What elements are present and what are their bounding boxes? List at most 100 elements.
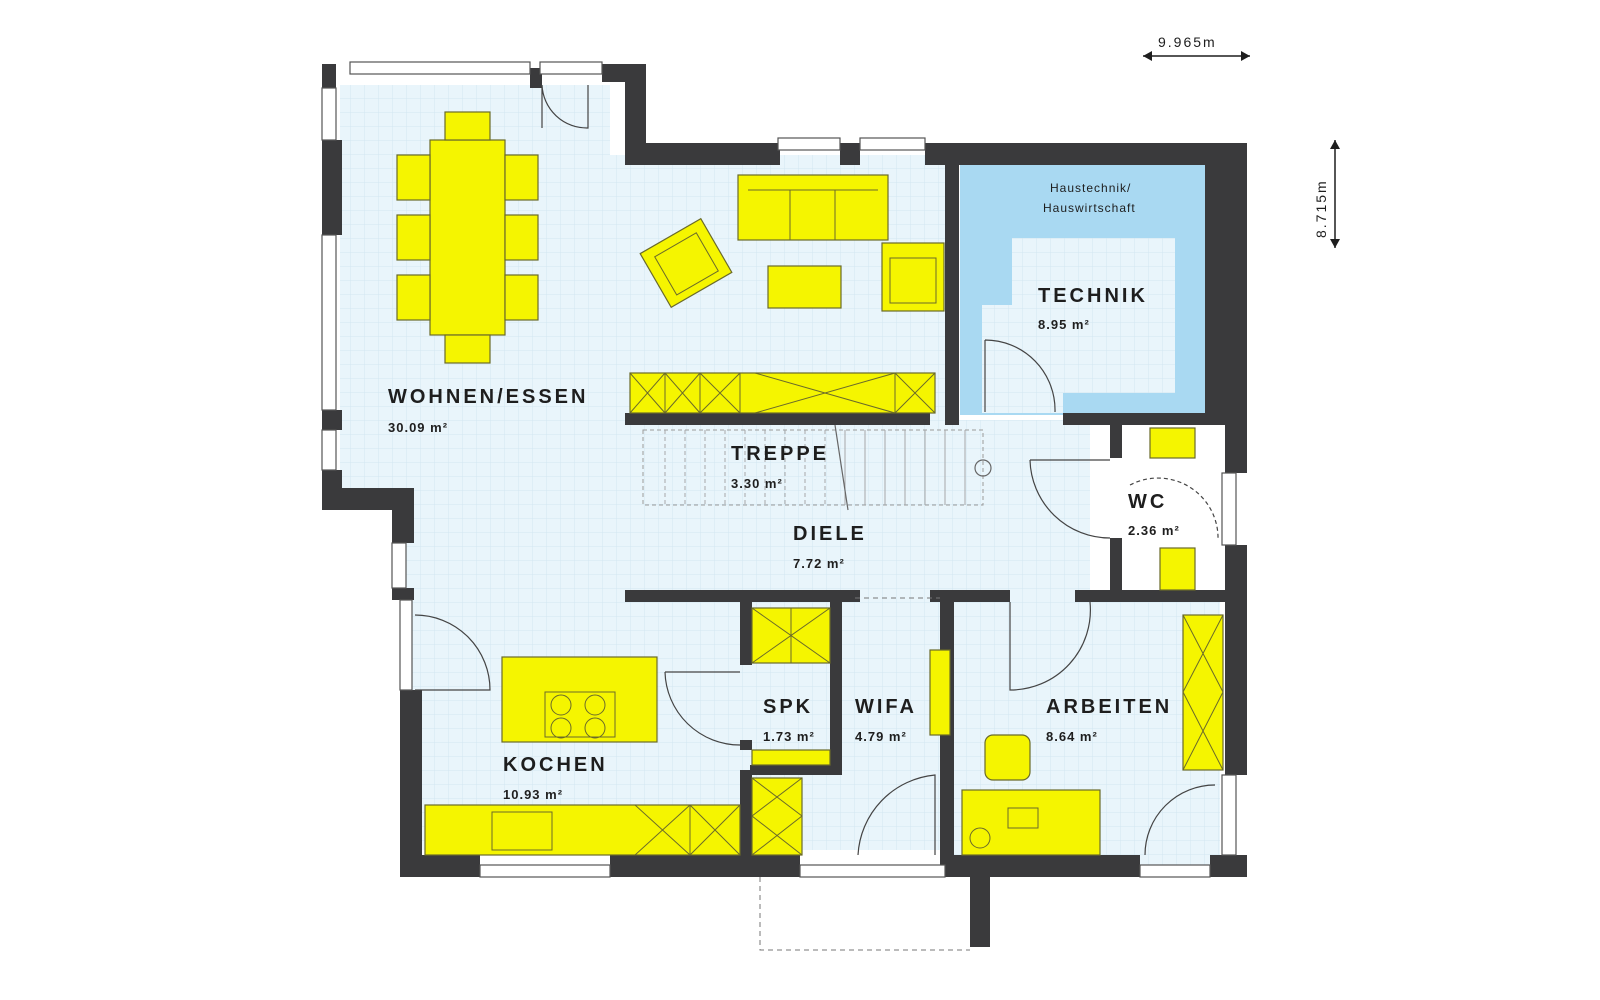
sofa-seat-lines — [748, 189, 878, 240]
technik-area: 8.95 m² — [1038, 317, 1090, 332]
furniture — [396, 111, 1224, 856]
window-top-4 — [859, 137, 926, 151]
spk-shelf-bottom — [751, 749, 831, 766]
armchair-right — [881, 242, 945, 312]
wall-wifa-west — [740, 770, 752, 875]
wifa-cabinet — [751, 777, 803, 856]
door-wc — [1029, 459, 1111, 539]
kochen-name: KOCHEN — [503, 754, 608, 776]
room-labels: Haustechnik/ Hauswirtschaft TECHNIK 8.95… — [388, 181, 1180, 802]
wall-technik-south — [1063, 413, 1225, 425]
chair-left-2 — [396, 214, 431, 261]
armchair-right-seat — [889, 257, 937, 304]
doors — [414, 84, 1219, 856]
burner-2 — [584, 694, 606, 716]
sofa — [737, 174, 889, 241]
door-spk — [664, 671, 741, 746]
wall-notch-h — [322, 488, 412, 510]
wall-east-2 — [1225, 545, 1247, 775]
stair-outline — [642, 429, 984, 506]
chair-right-2 — [504, 214, 539, 261]
width-dim-arrow-right — [1241, 51, 1250, 61]
window-west-3 — [321, 429, 337, 471]
sink — [491, 811, 553, 851]
wall-bottom-2 — [610, 855, 800, 877]
wall-wc-west-2 — [1110, 538, 1122, 598]
wc-name: WC — [1128, 491, 1167, 513]
door-technik — [984, 339, 1056, 413]
chair-left-3 — [396, 274, 431, 321]
wifa-appliances — [929, 649, 951, 736]
wall-mid-3 — [1075, 590, 1105, 602]
wall-wc-west — [1110, 423, 1122, 458]
wall-technik-west — [945, 155, 959, 425]
wc-area: 2.36 m² — [1128, 523, 1180, 538]
wall-top-5 — [925, 143, 1225, 165]
burner-1 — [550, 694, 572, 716]
wall-technik-east — [1205, 155, 1225, 425]
counter-cabinet-cross — [634, 804, 741, 856]
stair-treads — [664, 430, 966, 505]
armchair-body — [639, 217, 733, 309]
arbeiten-name: ARBEITEN — [1046, 696, 1172, 718]
door-kitchen-side — [414, 614, 491, 691]
window-kitchen-west — [399, 599, 413, 691]
window-west-1 — [321, 87, 337, 141]
wall-wifa-south — [750, 765, 842, 775]
wall-west-low — [392, 588, 414, 600]
door-wifa-outer — [857, 774, 936, 856]
chair-right-3 — [504, 274, 539, 321]
window-kitchen-bottom — [479, 864, 611, 878]
arbeiten-shelf — [1182, 614, 1224, 771]
wall-stub-bottom — [970, 877, 990, 947]
wall-east-1 — [1225, 143, 1247, 473]
terrace-dashed — [759, 877, 970, 951]
chair-left-1 — [396, 154, 431, 201]
kitchen-counter — [424, 804, 741, 856]
wohnen-area: 30.09 m² — [388, 420, 448, 435]
technik-note-1: Haustechnik/ — [1050, 181, 1131, 195]
window-notch — [391, 542, 407, 589]
wall-top-step — [625, 64, 646, 164]
technik-name: TECHNIK — [1038, 285, 1148, 307]
window-wc-east — [1221, 472, 1237, 546]
desk — [961, 789, 1101, 856]
window-west-2 — [321, 234, 337, 411]
dining-table — [429, 139, 506, 336]
arbeiten-shelf-cross — [1182, 614, 1224, 771]
desk-lamp — [969, 827, 991, 849]
door-top-terrace — [541, 84, 589, 129]
desk-papers — [1007, 807, 1039, 829]
coffee-table — [767, 265, 842, 309]
spk-name: SPK — [763, 696, 813, 718]
sideboard-cross — [629, 372, 936, 414]
door-arbeiten-outer — [1144, 784, 1216, 856]
stair — [642, 424, 992, 511]
window-arbeiten-bottom — [1139, 864, 1211, 878]
width-dim-label: 9.965m — [1158, 34, 1217, 50]
armchair-rotated — [639, 217, 733, 309]
window-top-1 — [349, 61, 531, 75]
wall-arbeiten-west — [940, 600, 954, 875]
wall-top-left — [322, 64, 336, 89]
chair-right-1 — [504, 154, 539, 201]
treppe-area: 3.30 m² — [731, 476, 783, 491]
stair-post — [974, 459, 992, 477]
wall-notch-v — [392, 488, 414, 543]
wall-top-1 — [530, 68, 542, 88]
height-dim-label: 8.715m — [1313, 179, 1329, 238]
treppe-name: TREPPE — [731, 443, 829, 465]
sideboard — [629, 372, 936, 414]
wall-spk-east — [830, 595, 842, 770]
wall-west-2 — [322, 410, 342, 430]
armchair-seat — [654, 232, 719, 296]
window-wifa-bottom — [799, 864, 946, 878]
wall-west-1 — [322, 140, 342, 235]
technik-inner — [982, 238, 1175, 413]
width-dim-arrow-left — [1143, 51, 1152, 61]
windows — [321, 61, 1237, 878]
window-top-3 — [777, 137, 841, 151]
spk-shelf-top-cross — [751, 607, 831, 664]
wall-spk-west — [740, 595, 752, 665]
wohnen-name: WOHNEN/ESSEN — [388, 386, 588, 408]
